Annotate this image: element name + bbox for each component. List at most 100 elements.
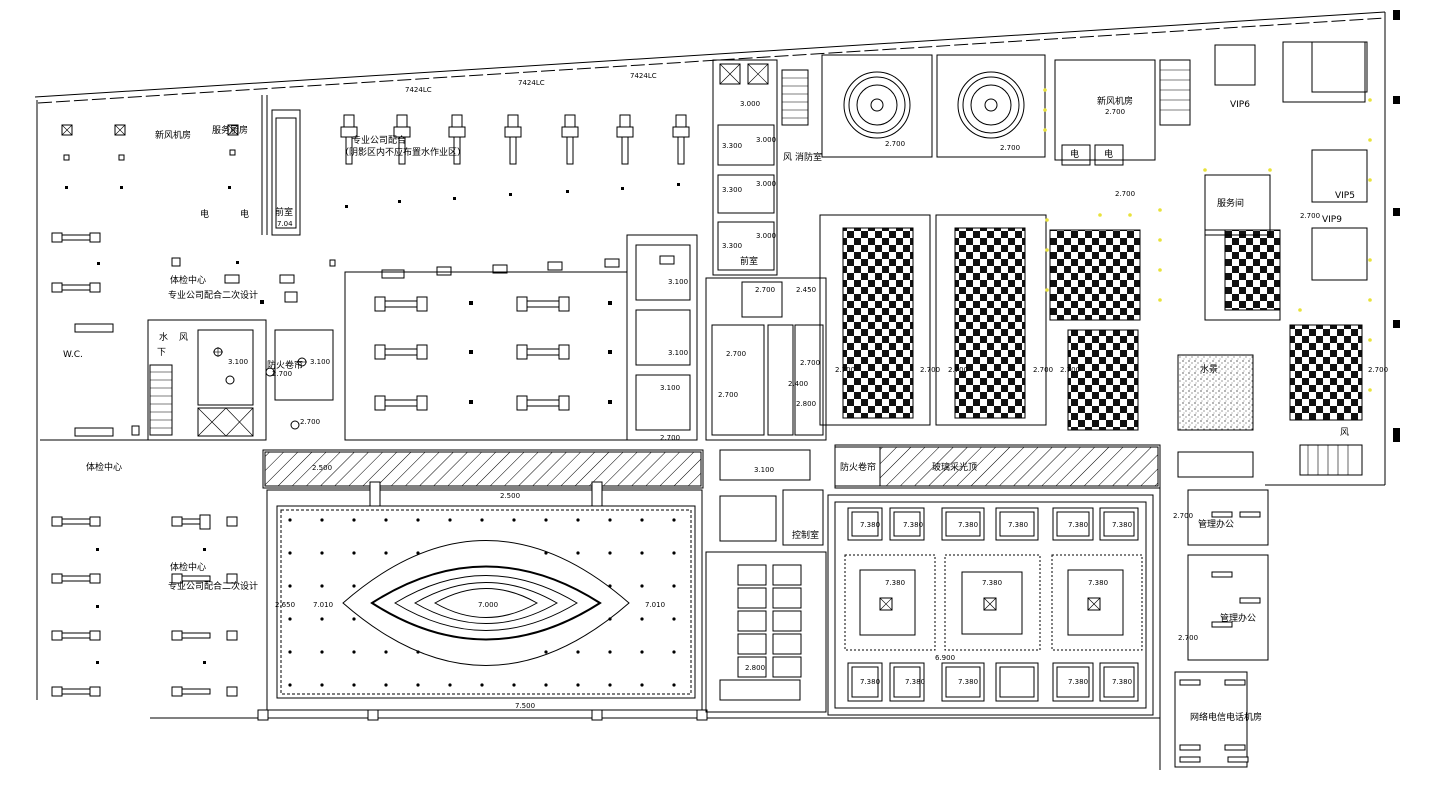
stair-icon [781, 69, 809, 126]
level-marker-icon: 7.380 [860, 678, 880, 686]
room-label: W.C. [63, 350, 83, 360]
level-marker-icon: 3.000 [756, 136, 776, 144]
ceiling-light-icon [1298, 308, 1302, 312]
downlight-icon [288, 551, 292, 555]
level-marker-icon: 3.100 [228, 358, 248, 366]
room-label: 新风机房 [155, 129, 191, 141]
level-marker-icon: 7.380 [1112, 678, 1132, 686]
stair-icon [1159, 59, 1191, 126]
downlight-icon [512, 518, 516, 522]
level-marker-icon: 2.700 [660, 434, 680, 442]
ceiling-light-icon [1368, 388, 1372, 392]
level-marker-icon: 2.700 [1115, 190, 1135, 198]
ceiling-light-icon [1045, 218, 1049, 222]
level-marker-icon: 3.300 [722, 242, 742, 250]
checker-rooms [819, 174, 1363, 431]
downlight-icon [576, 683, 580, 687]
downlight-icon [320, 650, 324, 654]
grid-markers [1393, 10, 1400, 442]
ceiling-light-icon [1368, 178, 1372, 182]
ceiling-light-icon [1128, 213, 1132, 217]
downlight-icon [608, 518, 612, 522]
ceiling-light-icon [1158, 208, 1162, 212]
downlight-icon [576, 551, 580, 555]
level-marker-icon: 2.700 [1000, 144, 1020, 152]
level-marker-icon: 2.700 [1300, 212, 1320, 220]
ceiling-light-icon [1368, 258, 1372, 262]
room-label: 玻璃采光顶 [932, 461, 977, 473]
room-label: （阴影区内不应布置水作业区） [340, 146, 466, 158]
ceiling-light-icon [1203, 168, 1207, 172]
level-marker-icon: 3.100 [668, 349, 688, 357]
room-label: 水景 [1200, 363, 1218, 375]
level-marker-icon: 2.400 [788, 380, 808, 388]
room-label: 控制室 [792, 529, 819, 541]
level-marker-icon: 3.100 [668, 278, 688, 286]
room-label: 专业公司配合二次设计 [168, 580, 258, 592]
downlight-icon [320, 683, 324, 687]
downlight-icon [640, 518, 644, 522]
level-marker-icon: 3.000 [756, 180, 776, 188]
room-label: 风 [179, 332, 188, 343]
level-marker-icon: 2.500 [500, 492, 520, 500]
downlight-icon [320, 617, 324, 621]
downlight-icon [384, 518, 388, 522]
downlight-icon [608, 683, 612, 687]
room-label: VIP5 [1335, 191, 1355, 201]
downlight-icon [608, 617, 612, 621]
downlight-icon [640, 584, 644, 588]
level-marker-icon: 2.800 [796, 400, 816, 408]
level-marker-icon: 2.700 [1060, 366, 1080, 374]
room-label: 管理办公 [1220, 612, 1256, 624]
downlight-icon [608, 650, 612, 654]
downlight-icon [672, 551, 676, 555]
level-marker-icon: 3.300 [722, 142, 742, 150]
axis-label: 7424LC [405, 86, 432, 94]
downlight-icon [320, 551, 324, 555]
downlight-icon [544, 650, 548, 654]
level-marker-icon: 2.700 [1105, 108, 1125, 116]
downlight-icon [225, 375, 235, 385]
room-label: 水 [159, 331, 168, 343]
left-lower-fixtures [51, 514, 238, 697]
right-wing [1159, 41, 1368, 768]
room-label: 新风机房 [1097, 95, 1133, 107]
downlight-icon [320, 584, 324, 588]
room-label: 电 [1104, 148, 1113, 160]
grand-hall [257, 481, 708, 721]
axis-label: 7424LC [630, 72, 657, 80]
room-label: 下 [157, 348, 166, 358]
room-label: 体检中心 [170, 274, 206, 286]
service-core [705, 59, 827, 713]
ceiling-light-icon [1098, 213, 1102, 217]
level-marker-icon: 7.380 [860, 521, 880, 529]
level-marker-icon: 7.380 [958, 678, 978, 686]
level-marker-icon: 3.100 [754, 466, 774, 474]
level-marker-icon: 3.100 [310, 358, 330, 366]
downlight-icon [352, 518, 356, 522]
axis-label: 7424LC [518, 79, 545, 87]
room-label: VIP9 [1322, 215, 1342, 225]
room-label: 专业公司配合 [352, 134, 406, 146]
ceiling-light-icon [1368, 98, 1372, 102]
level-marker-icon: 7.380 [958, 521, 978, 529]
level-marker-icon: 7.000 [478, 601, 498, 609]
room-label: 服务厨房 [212, 124, 248, 136]
level-marker-icon: 7.380 [1088, 579, 1108, 587]
room-label: 专业公司配合二次设计 [168, 289, 258, 301]
ceiling-light-icon [1268, 168, 1272, 172]
level-marker-icon: 2.650 [275, 601, 295, 609]
downlight-icon [352, 683, 356, 687]
downlight-icon [640, 683, 644, 687]
hall-downlights [288, 518, 676, 687]
level-marker-icon: 2.700 [800, 359, 820, 367]
level-marker-icon: 7.010 [313, 601, 333, 609]
exhaust-fan-icon [61, 124, 73, 136]
level-marker-icon: 3.300 [722, 186, 742, 194]
ceiling-light-icon [1043, 88, 1047, 92]
downlight-icon [416, 683, 420, 687]
downlight-icon [416, 518, 420, 522]
ceiling-light-icon [1043, 88, 1372, 392]
downlight-icon [448, 683, 452, 687]
